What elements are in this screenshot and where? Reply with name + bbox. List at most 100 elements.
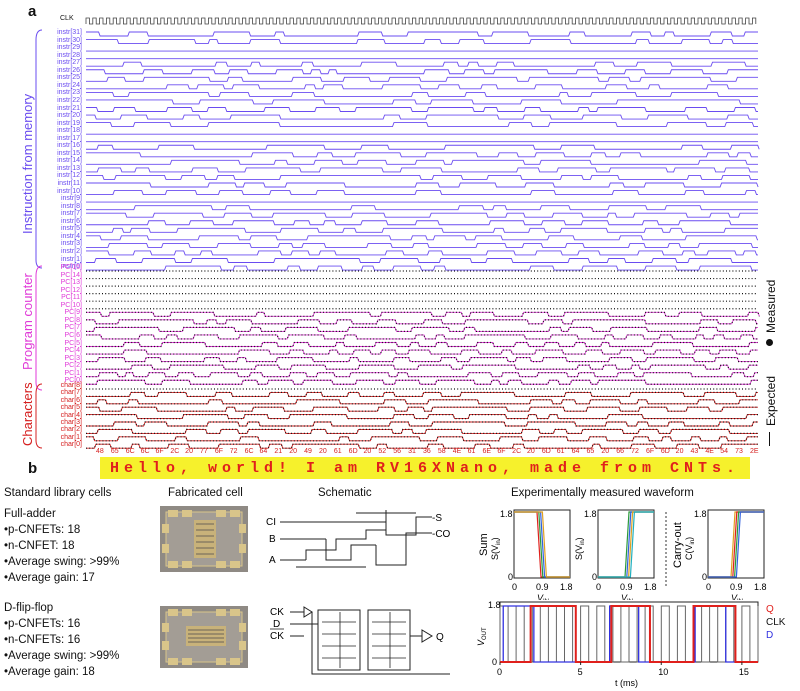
instr-wave-0 xyxy=(86,265,758,271)
pc-label-11: PC[11] xyxy=(61,294,82,302)
pc-wave-3 xyxy=(86,357,758,363)
hex-value: 64 xyxy=(259,448,268,455)
hex-value: 56 xyxy=(393,448,402,455)
pc-wave-4-measured xyxy=(86,349,758,355)
dff-legend-d: D xyxy=(766,630,773,641)
clk-waveform xyxy=(85,17,757,25)
char-label-7: char[7] xyxy=(60,389,82,397)
char-wave-0-measured xyxy=(86,443,758,449)
dff-bullet-1: •p-CNFETs: 16 xyxy=(4,618,81,630)
char-label-0: char[0] xyxy=(60,441,82,449)
char-wave-1-measured xyxy=(86,436,758,442)
full-adder-bullet-2: •n-CNFET: 18 xyxy=(4,540,75,552)
dff-bullet-4: •Average gain: 18 xyxy=(4,666,95,678)
instr-wave-27 xyxy=(86,61,758,67)
char-wave-5-measured xyxy=(86,406,758,412)
instr-wave-4 xyxy=(86,235,758,241)
instr-label-13: instr[13] xyxy=(57,164,82,172)
sum-plot-2-curve xyxy=(598,511,654,578)
full-adder-title: Full-adder xyxy=(4,508,56,520)
legend-measured-label: Measured xyxy=(764,279,778,333)
dff-label-q: Q xyxy=(436,632,444,643)
pc-wave-6 xyxy=(86,334,758,340)
instr-wave-1 xyxy=(86,258,758,263)
panel-b-letter: b xyxy=(28,460,38,477)
hex-value: 20 xyxy=(363,448,372,455)
dff-xlabel: t (ms) xyxy=(615,678,638,688)
pc-wave-8-measured xyxy=(86,319,758,325)
instr-brace xyxy=(35,29,43,269)
hex-value: 58 xyxy=(437,448,446,455)
hex-value: 6F xyxy=(214,448,224,455)
instr-label-15: instr[15] xyxy=(57,149,82,157)
clk-label: CLK xyxy=(60,15,74,22)
dff-label-ck: CK xyxy=(270,607,284,618)
tick-x-label: 0 xyxy=(497,667,502,677)
instr-wave-30 xyxy=(86,39,758,44)
hex-value: 6F xyxy=(155,448,164,455)
instr-label-11: instr[11] xyxy=(57,180,82,187)
pc-wave-2-measured xyxy=(86,364,758,370)
instr-wave-24 xyxy=(86,84,758,90)
hex-value: 77 xyxy=(200,448,208,455)
char-label-6: char[6] xyxy=(60,396,82,404)
fa-label-ci: CI xyxy=(266,517,276,528)
tick-x-mid: 0.9 xyxy=(536,582,549,592)
instr-label-14: instr[14] xyxy=(57,157,82,165)
tick-y-low: 0 xyxy=(702,572,707,582)
pc-label-4: PC[4] xyxy=(64,347,82,355)
instr-wave-8 xyxy=(86,205,758,211)
tick-x-max: 1.8 xyxy=(560,582,573,592)
instr-wave-2 xyxy=(86,250,758,256)
char-label-2: char[2] xyxy=(60,426,82,434)
hex-value: 61 xyxy=(333,448,342,455)
hex-value: 6C xyxy=(140,448,150,455)
hex-value: 6D xyxy=(660,448,670,455)
hex-value: 6D xyxy=(348,448,358,455)
hex-value: 4E xyxy=(705,448,714,455)
pc-label-15: PC[15] xyxy=(60,264,82,271)
char-wave-3-measured xyxy=(86,421,758,427)
instr-wave-3 xyxy=(86,242,758,248)
hex-value: 20 xyxy=(185,448,193,455)
instr-label-8: instr[8] xyxy=(60,202,82,210)
panel-a-letter: a xyxy=(28,3,37,20)
instr-label-22: instr[22] xyxy=(57,96,82,104)
instr-label-3: instr[3] xyxy=(60,240,82,248)
tick-y-high: 1.8 xyxy=(584,509,597,519)
instr-wave-5 xyxy=(86,227,758,233)
instr-label-21: instr[21] xyxy=(57,104,82,112)
tick-x-max: 1.8 xyxy=(754,582,767,592)
hex-value: 66 xyxy=(616,448,625,455)
instr-label-1: instr[1] xyxy=(60,255,82,263)
pc-wave-7-measured xyxy=(86,326,758,332)
header-std-cells: Standard library cells xyxy=(4,487,112,499)
instr-label-12: instr[12] xyxy=(57,172,82,180)
instr-wave-26 xyxy=(86,69,758,75)
pc-wave-4 xyxy=(86,349,758,355)
pc-label-1: PC[1] xyxy=(64,369,82,377)
sum-plot-2-curve xyxy=(598,511,654,578)
hex-value: 21 xyxy=(274,448,283,455)
hex-value: 4E xyxy=(452,448,462,455)
fa-label-s: -S xyxy=(432,513,442,524)
measured-dot-icon xyxy=(766,339,773,346)
char-label-8: char[8] xyxy=(60,382,82,389)
pc-label-2: PC[2] xyxy=(64,362,82,370)
hex-value: 61 xyxy=(556,448,565,455)
instr-wave-25 xyxy=(86,76,758,82)
instr-wave-19 xyxy=(86,122,758,128)
ylabel: C(Vin) xyxy=(684,537,696,560)
header-fabricated: Fabricated cell xyxy=(168,487,243,499)
tick-y-low: 0 xyxy=(508,572,513,582)
instr-wave-11 xyxy=(86,182,759,188)
pc-wave-6-measured xyxy=(86,334,758,340)
char-wave-4-measured xyxy=(86,414,758,420)
char-label-3: char[3] xyxy=(60,419,82,426)
legend-expected-label: Expected xyxy=(764,375,778,426)
pc-label-7: PC[7] xyxy=(64,324,82,332)
hex-value: 2E xyxy=(750,448,759,455)
char-label-5: char[5] xyxy=(60,404,82,412)
hex-value: 6C xyxy=(125,448,135,455)
